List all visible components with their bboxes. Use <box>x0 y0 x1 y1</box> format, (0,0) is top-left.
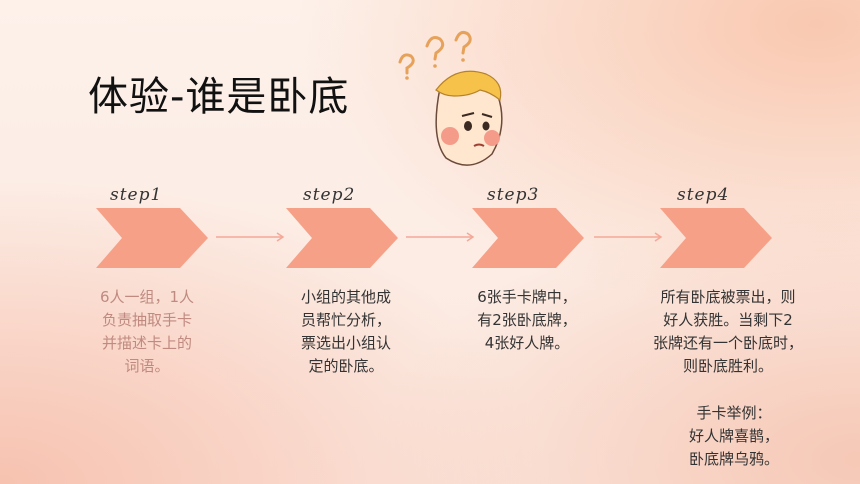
step-label-3: step3 <box>487 185 540 205</box>
step-3-description: 6张手卡牌中， 有2张卧底牌， 4张好人牌。 <box>477 288 577 352</box>
slide-title: 体验-谁是卧底 <box>88 74 350 120</box>
step-4-description: 所有卧底被票出，则 好人获胜。当剩下2 张牌还有一个卧底时， 则卧底胜利。 <box>652 288 803 375</box>
step-chevron-3 <box>472 208 584 268</box>
step-1-description: 6人一组，1人 负责抽取手卡 并描述卡上的 词语。 <box>99 288 195 375</box>
step-chevron-2 <box>286 208 398 268</box>
step-label-2: step2 <box>303 185 356 205</box>
card-example: 手卡举例： 好人牌喜鹊， 卧底牌乌鸦。 <box>688 404 779 468</box>
step-label-4: step4 <box>677 185 730 205</box>
step-chevron-4 <box>660 208 772 268</box>
arrow-connector-3 <box>594 232 663 242</box>
arrow-connector-1 <box>216 232 285 242</box>
step-2-description: 小组的其他成 员帮忙分析， 票选出小组认 定的卧底。 <box>300 288 391 375</box>
step-label-1: step1 <box>110 185 163 205</box>
arrow-connector-2 <box>406 232 475 242</box>
confused-boy-face-icon <box>398 31 503 166</box>
step-chevron-1 <box>96 208 208 268</box>
